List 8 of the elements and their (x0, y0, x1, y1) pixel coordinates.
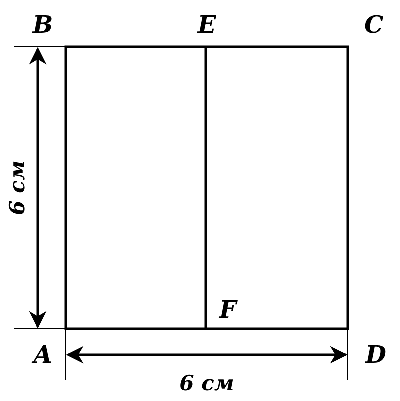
point-label: D (366, 343, 386, 367)
dimension-label: 6 см (180, 372, 234, 394)
point-label: C (364, 13, 384, 37)
dimension-label: 6 см (6, 160, 28, 216)
point-label: A (34, 343, 52, 367)
point-label: B (32, 13, 54, 37)
point-label: F (219, 298, 237, 322)
point-label: E (198, 13, 216, 37)
